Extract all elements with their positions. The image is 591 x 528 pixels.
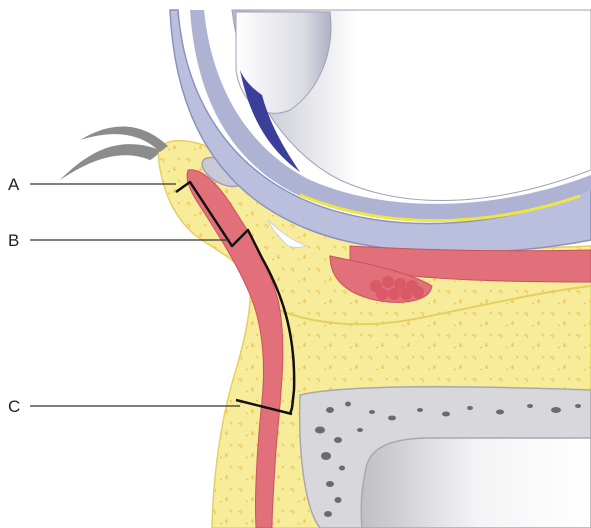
eyelash-1 xyxy=(60,144,160,180)
label-b: B xyxy=(8,231,19,250)
label-a: A xyxy=(8,175,20,194)
maxillary-sinus xyxy=(361,438,591,528)
label-c: C xyxy=(8,397,20,416)
